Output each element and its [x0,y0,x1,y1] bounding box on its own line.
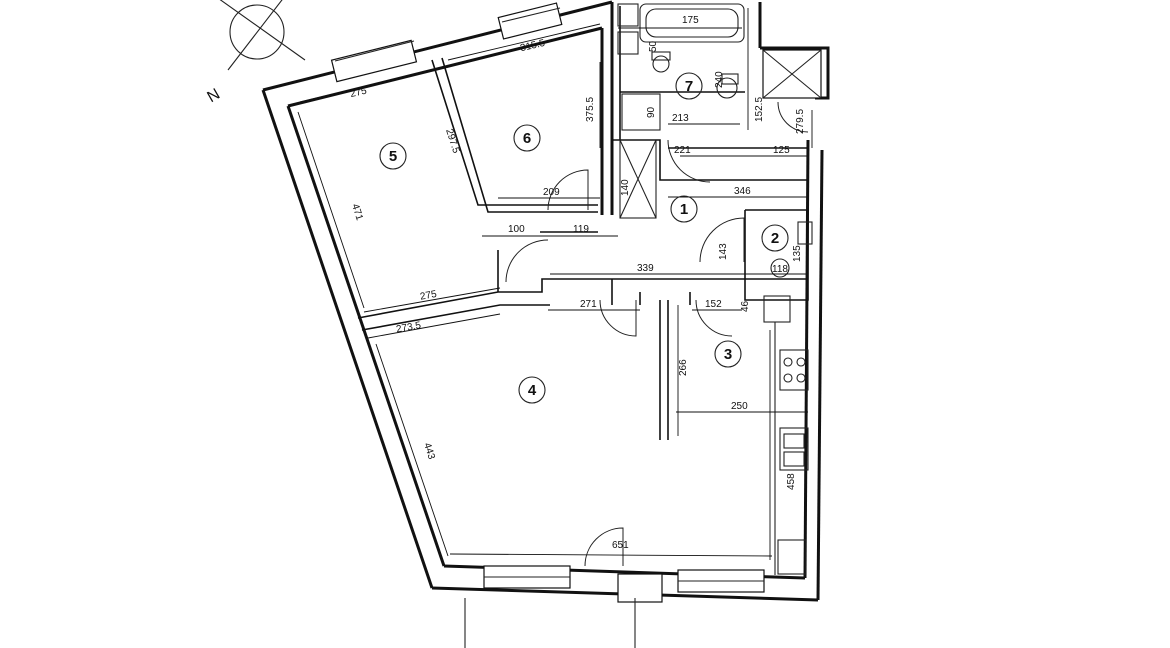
svg-text:7: 7 [685,78,693,95]
dim-266: 266 [678,359,689,376]
svg-text:3: 3 [724,346,732,363]
room-2-label: 2 [761,224,789,252]
dim-273-5: 273.5 [395,320,422,335]
dim-125: 125 [773,145,790,156]
dim-135: 135 [792,245,803,262]
dim-100: 100 [508,224,525,235]
dim-175: 175 [682,15,699,26]
dim-119: 119 [573,224,589,235]
dim-279-5: 279.5 [795,109,806,134]
dim-152: 152 [705,299,722,310]
dim-118: 118 [772,264,788,275]
dim-213: 213 [672,113,689,124]
dim-152-5: 152.5 [754,97,765,122]
room-3-label: 3 [714,340,742,368]
dim-271: 271 [580,299,597,310]
room-5-label: 5 [379,142,407,170]
dim-443: 443 [421,442,437,462]
dim-240: 240 [714,71,725,88]
dim-50: 50 [648,40,659,52]
door-swings [505,101,809,567]
dim-297-5: 297.5 [443,128,461,156]
room-4-label: 4 [518,376,546,404]
dim-458: 458 [786,473,797,490]
dim-651: 651 [612,540,629,551]
room-6-label: 6 [513,124,541,152]
svg-text:4: 4 [528,382,537,399]
dim-339: 339 [637,263,654,274]
room-1-label: 1 [670,195,698,223]
dim-315-5: 315.5 [519,38,546,54]
dim-221: 221 [674,145,691,156]
dim-471: 471 [349,203,365,223]
dim-90: 90 [646,106,657,118]
svg-text:5: 5 [389,148,397,165]
dim-250: 250 [731,401,748,412]
dimension-lines [297,8,813,560]
dim-275-top: 275 [349,86,368,101]
dim-375-5: 375.5 [585,97,596,122]
svg-text:2: 2 [771,230,779,247]
room-labels: 1 2 3 4 5 6 7 [379,72,789,404]
dim-140: 140 [620,179,631,196]
compass-rose: N [204,0,306,107]
dim-143: 143 [718,243,729,260]
room-7-label: 7 [675,72,703,100]
dim-275-mid: 275 [419,289,438,303]
windows [330,2,822,648]
svg-text:6: 6 [523,130,531,147]
dim-346: 346 [734,186,751,197]
dim-209: 209 [543,187,560,198]
dim-46: 46 [740,300,751,312]
svg-text:1: 1 [680,201,688,218]
fixtures [617,3,813,575]
compass-north-label: N [204,86,223,107]
dimension-labels: 175 315.5 275 240 50 90 213 375.5 152.5 … [349,15,806,551]
